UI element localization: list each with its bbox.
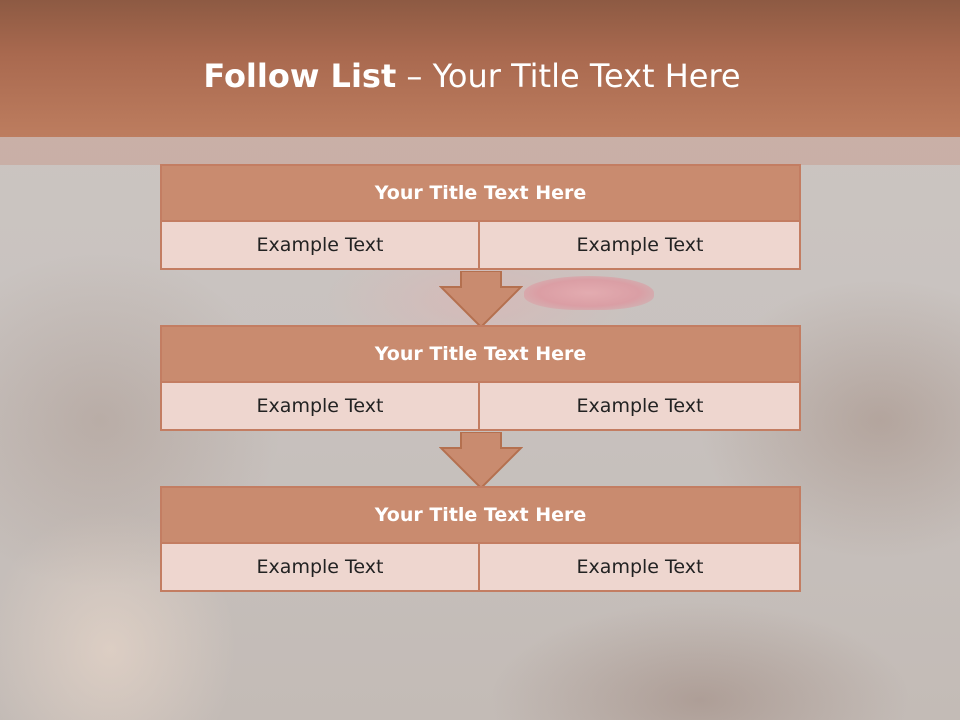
slide-title-rest: – Your Title Text Here [396, 57, 741, 95]
slide-title-strong: Follow List [203, 57, 397, 95]
list-block-right-text: Example Text [576, 556, 704, 578]
list-block-right-text: Example Text [576, 395, 704, 417]
list-block-1: Your Title Text Here Example Text Exampl… [160, 164, 801, 270]
banner-strip [0, 137, 960, 165]
list-block-heading: Your Title Text Here [162, 327, 799, 383]
down-arrow-icon [439, 432, 523, 488]
slide-title: Follow List – Your Title Text Here [0, 56, 944, 96]
list-block-2: Your Title Text Here Example Text Exampl… [160, 325, 801, 431]
list-block-left-text: Example Text [162, 383, 480, 429]
list-block-left-text: Example Text [162, 544, 480, 590]
list-block-3: Your Title Text Here Example Text Exampl… [160, 486, 801, 592]
list-block-right-text: Example Text [576, 234, 704, 256]
list-block-heading: Your Title Text Here [162, 166, 799, 222]
background-lips [524, 276, 654, 310]
down-arrow-icon [439, 271, 523, 327]
title-banner [0, 0, 960, 137]
list-block-heading: Your Title Text Here [162, 488, 799, 544]
list-block-left-text: Example Text [162, 222, 480, 268]
